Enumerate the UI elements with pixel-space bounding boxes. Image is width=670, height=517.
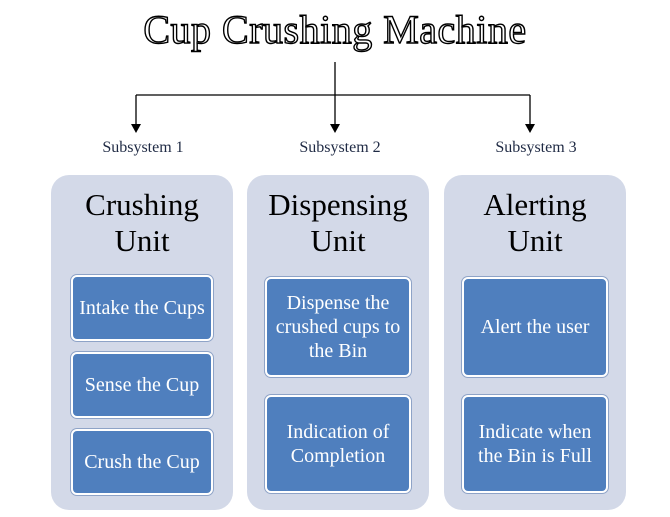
subsystem-2-label: Subsystem 2 [299,139,381,156]
crushing-unit-heading: Crushing Unit [85,187,199,258]
task-intake-cups: Intake the Cups [71,275,213,341]
diagram-title: Cup Crushing Machine [143,6,527,52]
dispensing-unit-heading: Dispensing Unit [268,187,408,258]
task-alert-user: Alert the user [462,277,608,377]
subsystem-3-label: Subsystem 3 [495,139,577,156]
alerting-unit-panel: Alerting Unit Alert the user Indicate wh… [444,175,626,510]
dispensing-unit-panel: Dispensing Unit Dispense the crushed cup… [247,175,429,510]
task-crush-cup: Crush the Cup [71,429,213,495]
task-indicate-bin-full: Indicate when the Bin is Full [462,395,608,493]
subsystem-1-label: Subsystem 1 [102,139,184,156]
task-sense-cup: Sense the Cup [71,352,213,418]
crushing-unit-panel: Crushing Unit Intake the Cups Sense the … [51,175,233,510]
arrowhead-2 [330,124,340,133]
task-dispense-to-bin: Dispense the crushed cups to the Bin [265,277,411,377]
task-indication-completion: Indication of Completion [265,395,411,493]
alerting-unit-heading: Alerting Unit [483,187,587,258]
arrowhead-3 [525,124,535,133]
arrowhead-1 [131,124,141,133]
